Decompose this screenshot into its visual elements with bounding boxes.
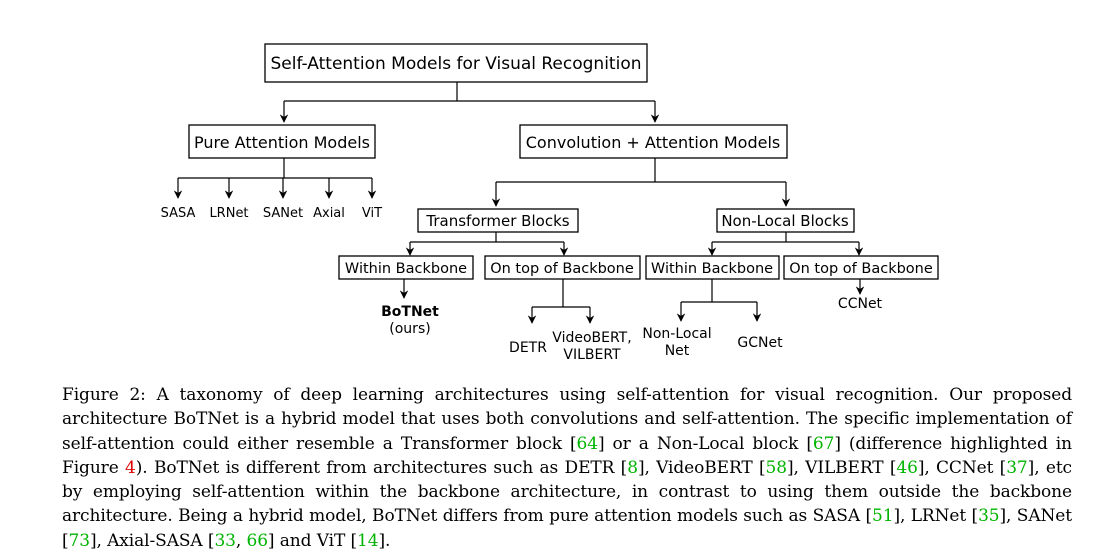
citation-link[interactable]: 64 xyxy=(576,433,599,454)
taxonomy-diagram: Self-Attention Models for Visual Recogni… xyxy=(161,43,939,363)
leaf-axial: Axial xyxy=(313,206,345,221)
node-nonlocal-blocks: Non-Local Blocks xyxy=(716,208,855,233)
node-conv-attention-label: Convolution + Attention Models xyxy=(526,133,780,152)
citation-link[interactable]: 66 xyxy=(246,530,268,551)
node-root: Self-Attention Models for Visual Recogni… xyxy=(264,43,648,83)
figure-caption: Figure 2: A taxonomy of deep learning ar… xyxy=(62,385,1072,551)
leaf-botnet-sub: (ours) xyxy=(389,321,430,337)
node-nonlocal-ontop-backbone: On top of Backbone xyxy=(783,255,939,280)
leaf-vilbert: VILBERT xyxy=(563,347,621,363)
citation-link[interactable]: 14 xyxy=(357,530,379,551)
node-nonlocal-within-backbone: Within Backbone xyxy=(645,255,780,280)
node-transformer-ontop-backbone-label: On top of Backbone xyxy=(490,261,634,277)
connectors xyxy=(173,82,865,324)
node-nonlocal-ontop-backbone-label: On top of Backbone xyxy=(789,261,933,277)
node-pure-attention-label: Pure Attention Models xyxy=(194,133,370,152)
node-transformer-ontop-backbone: On top of Backbone xyxy=(484,255,641,280)
leaf-botnet: BoTNet xyxy=(381,304,439,320)
node-root-label: Self-Attention Models for Visual Recogni… xyxy=(271,54,642,74)
citation-link[interactable]: 51 xyxy=(872,506,894,527)
pure-attention-leaves: SASA LRNet SANet Axial ViT xyxy=(161,206,383,221)
leaf-nonlocal-net-line1: Non-Local xyxy=(642,326,711,342)
citation-link[interactable]: 73 xyxy=(68,530,91,551)
citation-link[interactable]: 8 xyxy=(627,457,638,478)
citation-link[interactable]: 58 xyxy=(765,457,788,478)
citation-link[interactable]: 35 xyxy=(978,506,1000,527)
leaf-lrnet: LRNet xyxy=(209,206,248,221)
node-transformer-blocks: Transformer Blocks xyxy=(417,208,579,233)
node-pure-attention: Pure Attention Models xyxy=(188,124,376,159)
citation-link[interactable]: 37 xyxy=(1006,457,1028,478)
leaf-sanet: SANet xyxy=(263,206,303,221)
node-transformer-within-backbone-label: Within Backbone xyxy=(345,261,467,277)
node-nonlocal-within-backbone-label: Within Backbone xyxy=(651,261,773,277)
leaf-videobert: VideoBERT, xyxy=(552,330,631,346)
node-transformer-blocks-label: Transformer Blocks xyxy=(425,212,569,230)
node-conv-attention: Convolution + Attention Models xyxy=(519,124,788,159)
node-nonlocal-blocks-label: Non-Local Blocks xyxy=(721,212,849,230)
figure-link[interactable]: 4 xyxy=(125,457,136,478)
leaf-gcnet: GCNet xyxy=(737,335,783,351)
citation-link[interactable]: 67 xyxy=(812,433,835,454)
leaf-sasa: SASA xyxy=(161,206,196,221)
leaf-detr: DETR xyxy=(509,340,547,356)
leaf-nonlocal-net-line2: Net xyxy=(665,343,690,359)
leaf-vit: ViT xyxy=(362,206,382,221)
node-transformer-within-backbone: Within Backbone xyxy=(338,255,474,280)
citation-link[interactable]: 46 xyxy=(896,457,918,478)
leaf-ccnet: CCNet xyxy=(838,296,883,312)
citation-link[interactable]: 33 xyxy=(214,530,236,551)
